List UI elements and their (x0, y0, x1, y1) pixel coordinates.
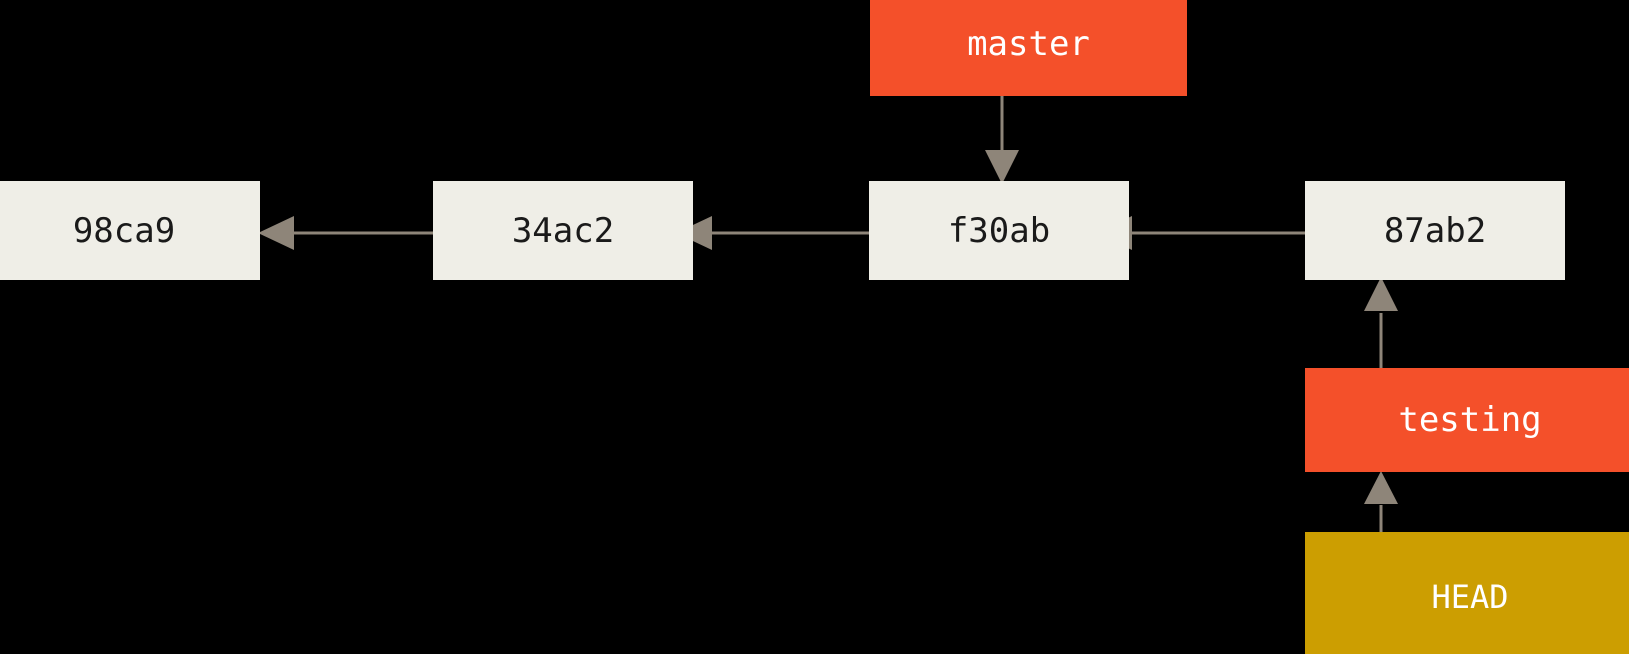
edge-head-to-testing (1364, 471, 1398, 533)
edge-testing-to-87ab2 (1364, 277, 1398, 369)
commit-label-f30ab: f30ab (947, 210, 1051, 251)
branch-label-testing: testing (1398, 400, 1542, 440)
branch-label-master: master (967, 24, 1090, 64)
commit-node-f30ab[interactable]: f30ab (869, 181, 1129, 280)
head-pointer-node[interactable]: HEAD (1305, 532, 1629, 654)
head-pointer-label: HEAD (1431, 578, 1509, 616)
commit-node-98ca9[interactable]: 98ca9 (0, 181, 260, 280)
commit-node-87ab2[interactable]: 87ab2 (1305, 181, 1565, 280)
branch-node-master[interactable]: master (870, 0, 1187, 96)
edge-master-to-f30ab (985, 96, 1019, 184)
commit-node-34ac2[interactable]: 34ac2 (433, 181, 693, 280)
edge-f30ab-to-34ac2 (676, 216, 874, 250)
branch-node-testing[interactable]: testing (1305, 368, 1629, 472)
commit-label-87ab2: 87ab2 (1383, 210, 1487, 251)
commit-label-34ac2: 34ac2 (511, 210, 615, 251)
edge-34ac2-to-98ca9 (258, 216, 436, 250)
commit-label-98ca9: 98ca9 (72, 210, 176, 251)
